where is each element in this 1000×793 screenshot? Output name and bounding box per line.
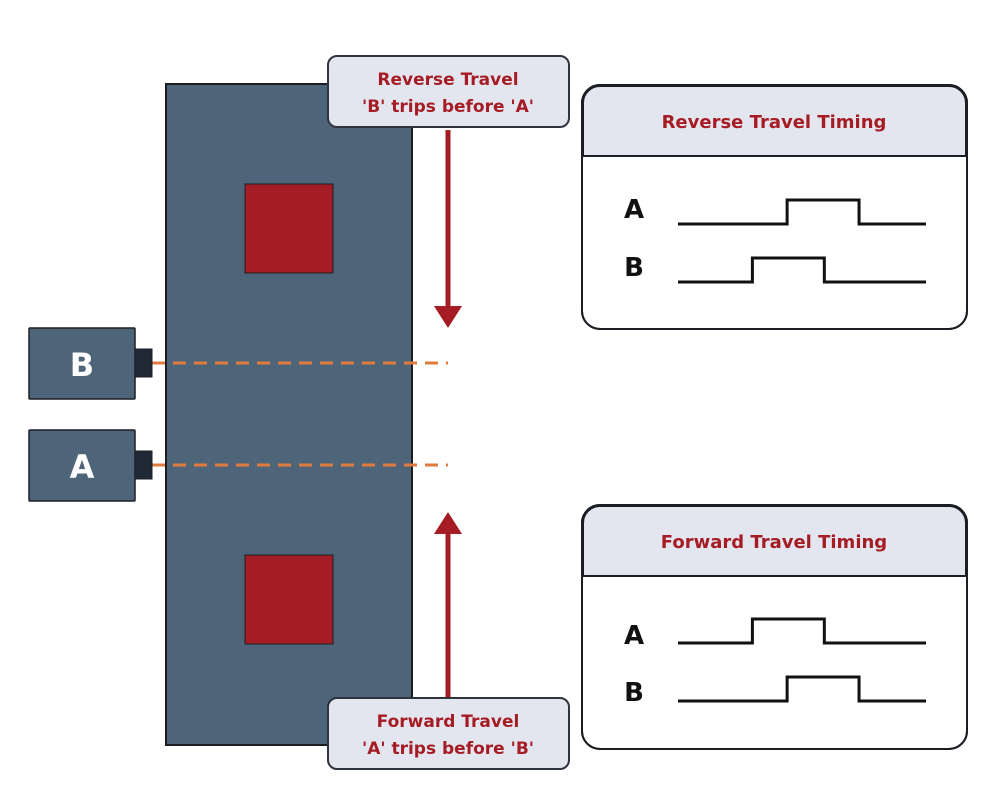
reverse-signal-a-wave: [678, 198, 926, 226]
forward-arrow: [434, 512, 462, 700]
sensor-a: A: [28, 429, 153, 502]
sensor-a-label: A: [70, 448, 95, 486]
reverse-signal-b-wave: [678, 256, 926, 284]
sensor-b-label: B: [70, 346, 94, 384]
reverse-signal-b-label: B: [624, 253, 644, 283]
target-bottom: [244, 554, 334, 645]
reverse-travel-subtitle: 'B' trips before 'A': [362, 97, 534, 117]
forward-signal-b-label: B: [624, 678, 644, 708]
moving-panel: [165, 83, 413, 746]
sensor-b: B: [28, 327, 153, 400]
forward-travel-title: Forward Travel: [377, 712, 520, 732]
reverse-travel-title: Reverse Travel: [377, 70, 518, 90]
forward-signal-a-wave: [678, 617, 926, 645]
reverse-arrow: [434, 130, 462, 328]
forward-timing-title: Forward Travel Timing: [661, 532, 887, 553]
forward-travel-subtitle: 'A' trips before 'B': [362, 739, 534, 759]
reverse-timing-title: Reverse Travel Timing: [662, 112, 887, 133]
reverse-timing-panel: Reverse Travel Timing A B: [581, 84, 968, 330]
forward-travel-label: Forward Travel 'A' trips before 'B': [327, 697, 570, 770]
target-top: [244, 183, 334, 274]
reverse-travel-label: Reverse Travel 'B' trips before 'A': [327, 55, 570, 128]
reverse-signal-a-label: A: [624, 195, 644, 225]
forward-signal-b-wave: [678, 675, 926, 703]
forward-signal-a-label: A: [624, 621, 644, 651]
forward-timing-panel: Forward Travel Timing A B: [581, 504, 968, 750]
